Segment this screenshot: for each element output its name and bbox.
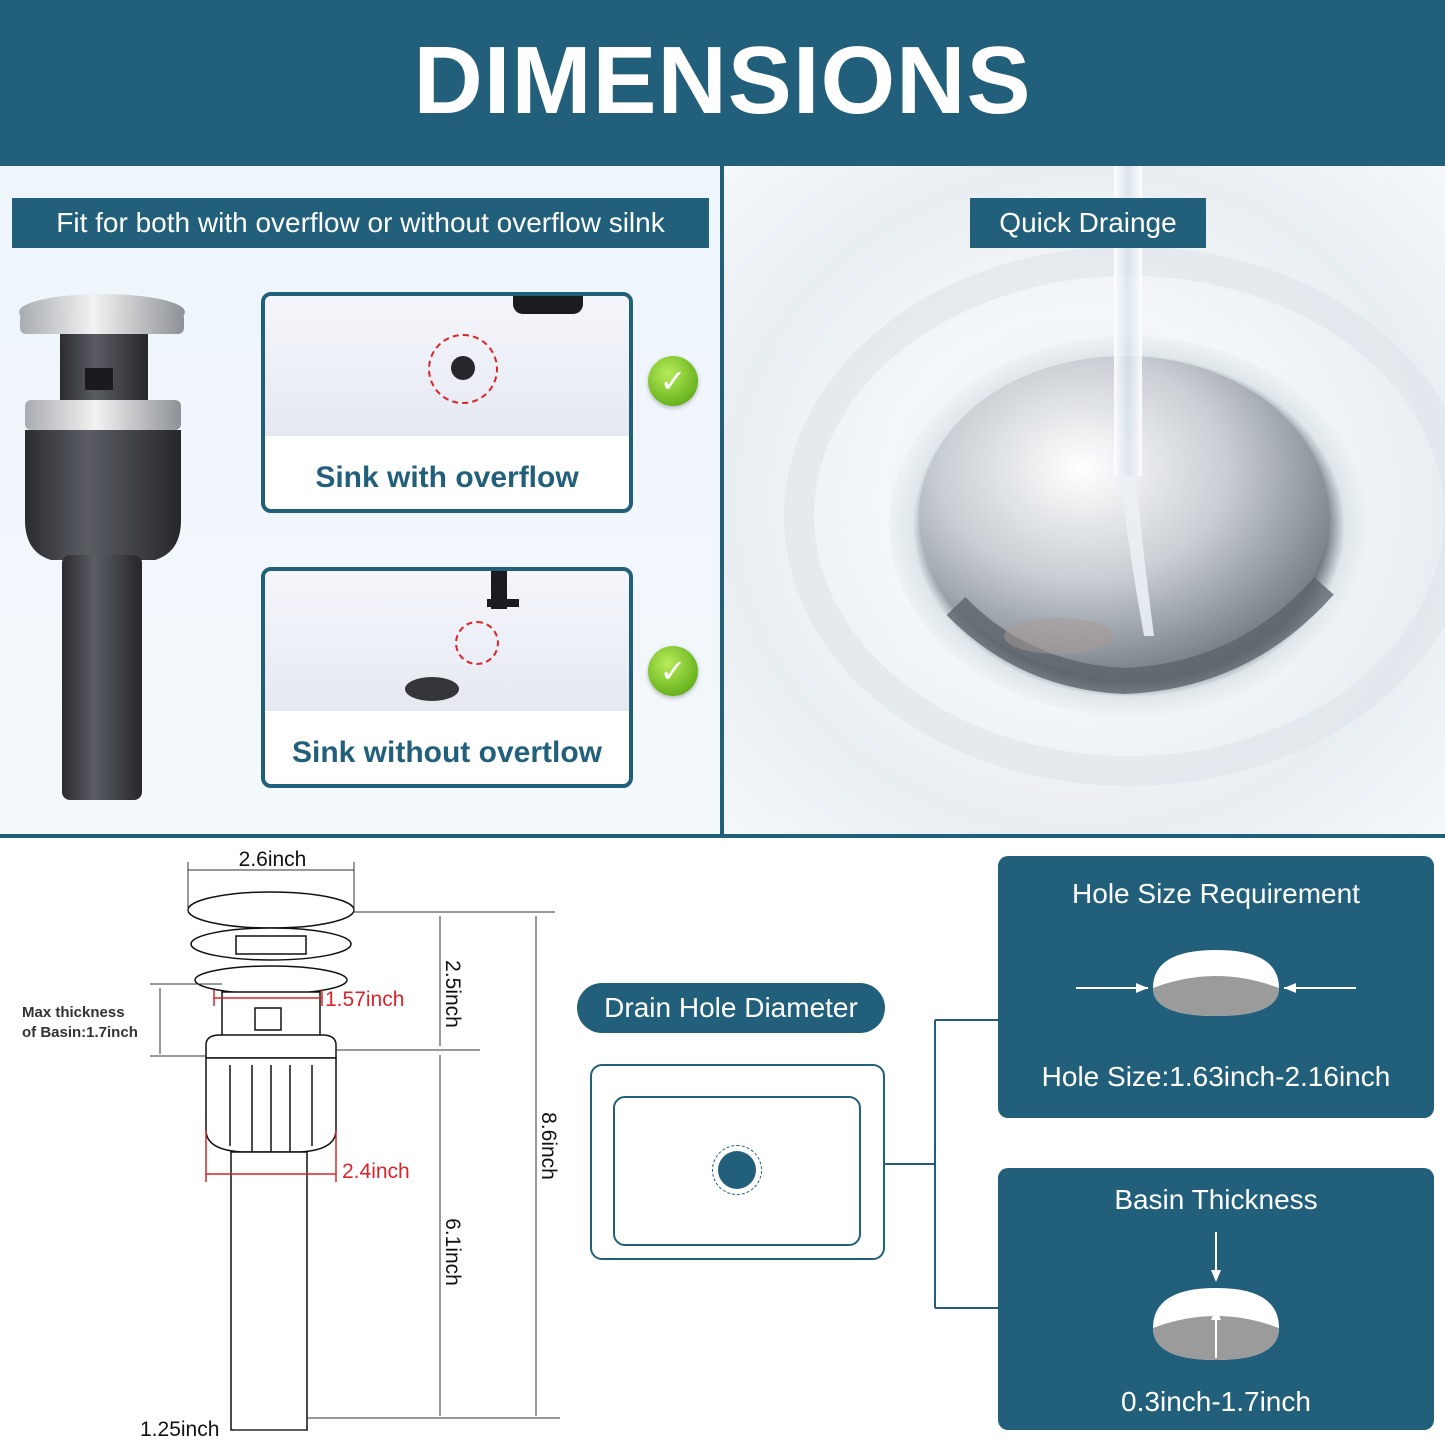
section-divider	[0, 834, 1445, 838]
thread-width-label: 1.57inch	[325, 988, 405, 1011]
faucet-base	[513, 296, 583, 314]
total-height-label: 8.6inch	[537, 1112, 560, 1180]
drain-hole	[718, 1151, 756, 1189]
overflow-hole	[451, 356, 475, 380]
hole-size-title: Hole Size Requirement	[1072, 878, 1360, 909]
basin-thickness-card: Basin Thickness 0.3inch-1.7inch	[998, 1168, 1434, 1430]
pop-up-drain-image	[19, 294, 185, 800]
sink-without-overflow-label: Sink without overtlow	[291, 736, 602, 769]
basin-thickness-value: 0.3inch-1.7inch	[1121, 1386, 1311, 1417]
hole-size-icon	[1076, 950, 1356, 1016]
page-title: DIMENSIONS	[413, 27, 1032, 134]
basin-inner-outline	[613, 1096, 861, 1246]
sink-with-overflow-card: Sink with overflow	[261, 292, 633, 513]
cap-width-label: 2.6inch	[238, 848, 307, 871]
overflow-highlight-circle	[428, 334, 498, 404]
max-thickness-label-2: of Basin:1.7inch	[22, 1024, 138, 1041]
hole-size-card: Hole Size Requirement Hole Size:1.63inch…	[998, 856, 1434, 1118]
panel-divider	[720, 166, 724, 836]
drain-hole-ring	[712, 1145, 762, 1195]
sink-with-overflow-label: Sink with overflow	[315, 461, 579, 494]
lower-height-label: 6.1inch	[441, 1218, 464, 1286]
overflow-highlight-circle	[455, 621, 499, 665]
basin-thickness-icon	[1153, 1232, 1279, 1360]
hole-size-value: Hole Size:1.63inch-2.16inch	[1041, 1061, 1391, 1092]
drain-hole-title: Drain Hole Diameter	[577, 983, 885, 1033]
compatibility-title: Fit for both with overflow or without ov…	[12, 198, 709, 248]
pipe-width-label: 1.25inch	[140, 1418, 220, 1441]
drainage-photo-panel	[724, 166, 1445, 834]
drain-cap	[405, 677, 459, 701]
drain-water-image	[784, 166, 1445, 786]
connector-lines	[885, 1019, 998, 1309]
drainage-title: Quick Drainge	[970, 198, 1206, 248]
upper-height-label: 2.5inch	[441, 960, 464, 1028]
sink-without-overflow-card: Sink without overtlow	[261, 567, 633, 788]
basin-thickness-title: Basin Thickness	[1114, 1184, 1318, 1215]
max-thickness-label-1: Max thickness	[22, 1004, 125, 1021]
faucet-base	[487, 599, 519, 607]
body-width-label: 2.4inch	[342, 1160, 410, 1183]
check-icon: ✓	[648, 356, 698, 406]
header-banner	[0, 0, 1445, 166]
dimension-drawing	[150, 862, 560, 1431]
check-icon: ✓	[648, 646, 698, 696]
basin-outer-outline	[590, 1064, 885, 1260]
